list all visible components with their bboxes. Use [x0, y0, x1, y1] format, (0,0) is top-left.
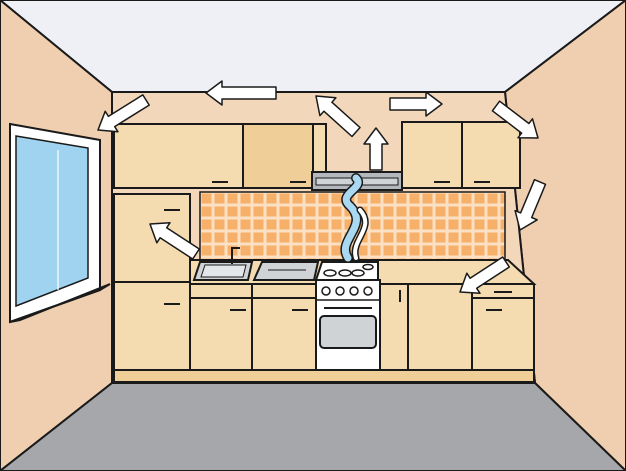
oven-knob-icon — [335, 286, 345, 296]
airflow-arrow-icon — [205, 80, 277, 106]
oven-knob-icon — [321, 286, 331, 296]
airflow-arrow-icon — [97, 94, 150, 133]
airflow-arrow-icon — [491, 100, 539, 139]
window-icon — [9, 122, 111, 324]
steam-plume-icon — [340, 173, 369, 263]
oven-icon — [315, 279, 381, 371]
base-cabinets-icon — [113, 283, 535, 383]
airflow-arrow-icon — [315, 95, 361, 138]
hob-icon — [314, 261, 379, 281]
floor — [0, 382, 626, 471]
airflow-arrow-icon — [389, 91, 443, 117]
airflow-arrow-icon — [514, 178, 547, 231]
airflow-arrow-icon — [149, 221, 201, 260]
airflow-arrow-icon — [459, 256, 511, 295]
oven-knob-icon — [363, 286, 373, 296]
sink-icon — [192, 247, 254, 281]
wall-cabinet-right-icon — [401, 121, 521, 189]
oven-knobs — [321, 286, 373, 296]
airflow-arrow-icon — [363, 127, 389, 171]
oven-knob-icon — [349, 286, 359, 296]
wall-cabinet-left-icon — [113, 123, 327, 189]
airflow-arrows — [97, 80, 547, 295]
drainer-icon — [252, 261, 320, 281]
fridge-icon — [113, 193, 191, 379]
